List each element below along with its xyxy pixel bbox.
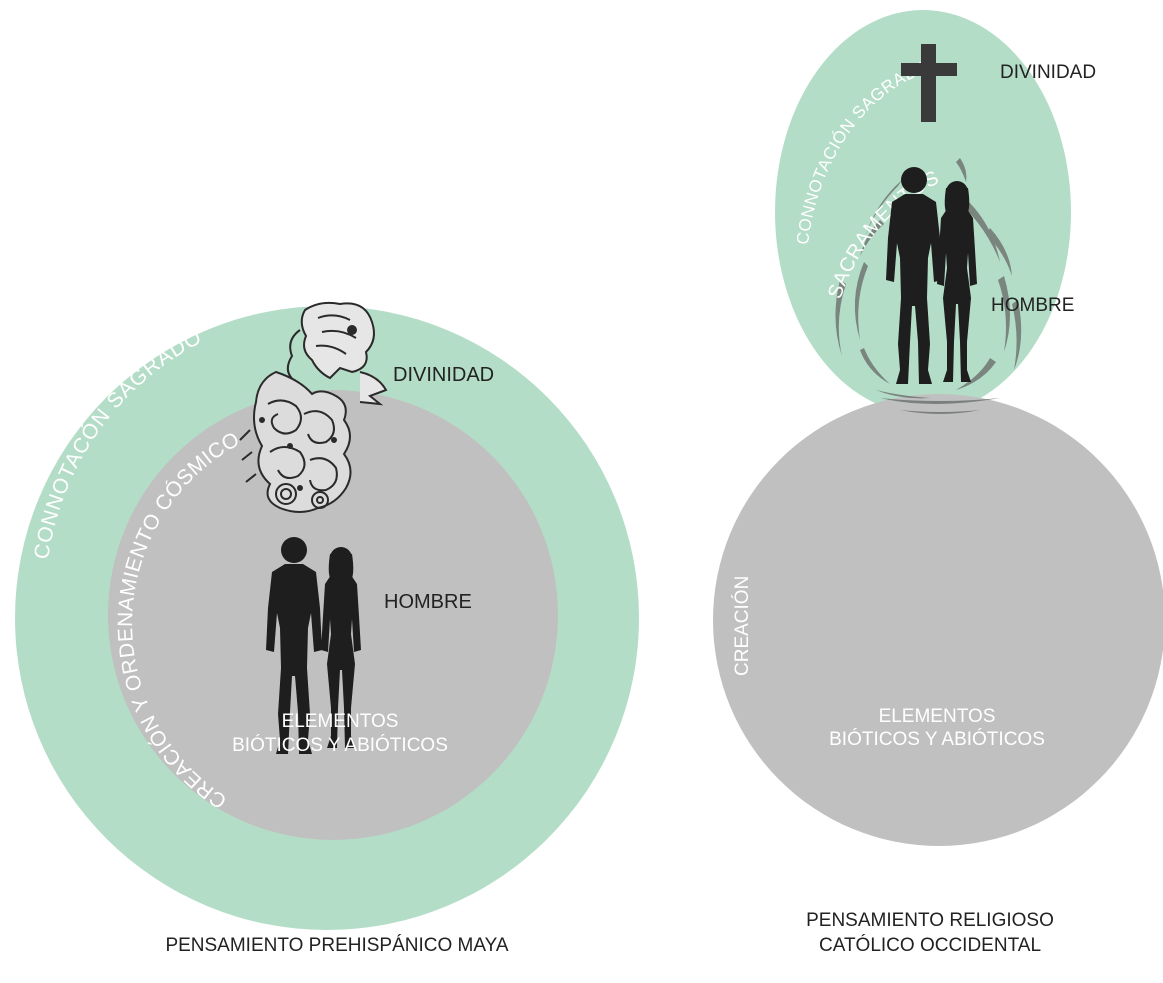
- right-creation-circle: [713, 394, 1163, 846]
- right-elements-label-line1: ELEMENTOS: [879, 706, 996, 727]
- right-caption-line1: PENSAMIENTO RELIGIOSO: [806, 910, 1054, 931]
- right-elements-label-line2: BIÓTICOS Y ABIÓTICOS: [829, 728, 1045, 750]
- left-man-label: HOMBRE: [384, 591, 472, 613]
- right-creation-label: CREACIÓN: [731, 576, 753, 676]
- right-diagram: CONNOTACIÓN SAGRADA SACRAMENTOS DIVINIDA…: [713, 10, 1163, 956]
- maya-serpent-deity-icon: [239, 301, 388, 513]
- left-elements-label-line1: ELEMENTOS: [282, 711, 399, 732]
- left-diagram: CONNOTACÓN SAGRADO CREACIÓN Y ORDENAMIEN…: [15, 301, 639, 956]
- left-elements-label-line2: BIÓTICOS Y ABIÓTICOS: [232, 734, 448, 756]
- left-divinity-label: DIVINIDAD: [393, 364, 494, 386]
- right-man-label: HOMBRE: [991, 295, 1074, 316]
- right-divinity-label: DIVINIDAD: [1000, 62, 1096, 83]
- left-caption: PENSAMIENTO PREHISPÁNICO MAYA: [165, 935, 508, 956]
- latin-cross-icon: [901, 44, 957, 122]
- right-caption-line2: CATÓLICO OCCIDENTAL: [819, 934, 1041, 956]
